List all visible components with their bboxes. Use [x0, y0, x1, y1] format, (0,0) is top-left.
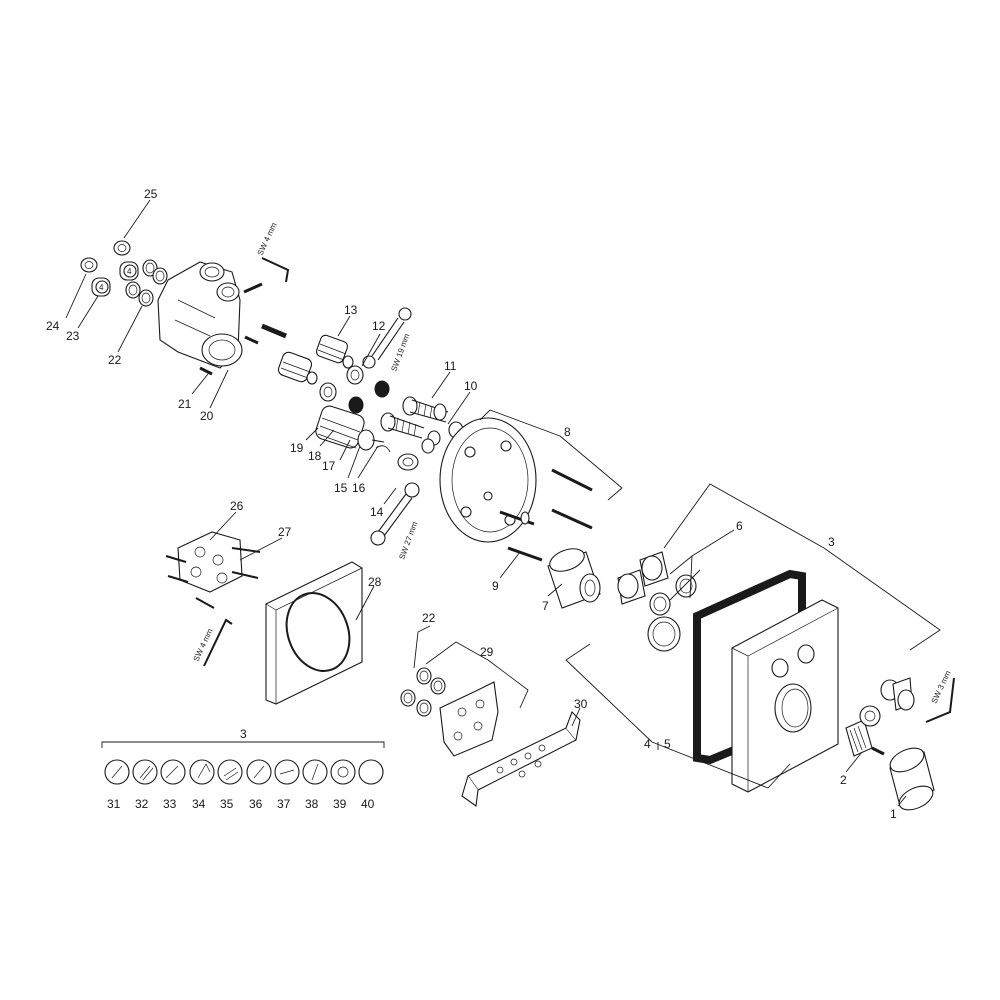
label-22b: 22 [422, 611, 436, 625]
label-25: 25 [144, 187, 158, 201]
label-39: 39 [333, 797, 347, 811]
leader-lines [65, 199, 941, 807]
label-27: 27 [278, 525, 292, 539]
button-cap-35 [217, 759, 243, 785]
adapter-pair [617, 551, 669, 605]
label-26: 26 [230, 499, 244, 513]
square-plate-28 [265, 561, 363, 705]
label-14: 14 [370, 505, 384, 519]
label-19: 19 [290, 441, 304, 455]
svg-text:4: 4 [127, 267, 132, 276]
button-cap-31 [104, 759, 130, 785]
button-cap-32 [132, 759, 158, 785]
label-22a: 22 [108, 353, 122, 367]
button-cap-34 [189, 759, 215, 785]
button-cap-39 [330, 759, 356, 785]
button-cap-36 [246, 759, 272, 785]
svg-text:SW 27 mm: SW 27 mm [397, 520, 419, 561]
label-35: 35 [220, 797, 234, 811]
cartridge-upper-left [277, 351, 318, 385]
cap-24 [80, 257, 98, 273]
label-34: 34 [192, 797, 206, 811]
handle-knob-1 [889, 747, 935, 811]
knob-group: SW 3 mm [845, 669, 955, 811]
label-32: 32 [135, 797, 149, 811]
round-plate-group [439, 417, 593, 562]
extension-group [547, 548, 697, 652]
label-17: 17 [322, 459, 336, 473]
label-1: 1 [890, 807, 897, 821]
svg-text:SW 3 mm: SW 3 mm [930, 669, 953, 705]
label-23: 23 [66, 329, 80, 343]
label-4: 4 [644, 737, 651, 751]
label-9: 9 [492, 579, 499, 593]
knob-cap-23: 4 [91, 277, 111, 297]
square-trim-plate [731, 599, 839, 793]
button-cap-row [101, 741, 385, 785]
button-cap-33 [160, 759, 186, 785]
trim-plate-group [693, 569, 839, 793]
label-24: 24 [46, 319, 60, 333]
valve-body-group: 4 4 SW 4 mm [80, 221, 290, 376]
stop-block-group: SW 4 mm [165, 531, 261, 667]
label-5: 5 [664, 737, 671, 751]
cap-25 [113, 240, 131, 256]
svg-text:4: 4 [99, 283, 104, 292]
part-number-labels: 25 24 23 22 21 20 13 12 11 10 19 18 17 1… [46, 187, 897, 821]
label-15: 15 [334, 481, 348, 495]
label-16: 16 [352, 481, 366, 495]
label-20: 20 [200, 409, 214, 423]
label-7: 7 [542, 599, 549, 613]
label-31: 31 [107, 797, 121, 811]
label-30: 30 [574, 697, 588, 711]
round-plate [439, 417, 537, 543]
label-37: 37 [277, 797, 291, 811]
cartridge-13 [315, 334, 354, 369]
bottom-parts-group [400, 667, 581, 807]
label-12: 12 [372, 319, 386, 333]
label-3b: 3 [240, 727, 247, 741]
label-2: 2 [840, 773, 847, 787]
button-cap-37 [274, 759, 300, 785]
button-cap-38 [302, 759, 328, 785]
stop-block-26 [177, 531, 243, 593]
label-40: 40 [361, 797, 375, 811]
mounting-rail-30 [461, 711, 581, 807]
label-33: 33 [163, 797, 177, 811]
cartridge-group: SW 19 mm SW 27 mm [277, 307, 464, 561]
label-13: 13 [344, 303, 358, 317]
label-29: 29 [480, 645, 494, 659]
label-10: 10 [464, 379, 478, 393]
svg-text:SW 4 mm: SW 4 mm [192, 627, 215, 663]
mounting-plate-29 [439, 681, 499, 757]
diverter-cap [880, 677, 915, 711]
label-36: 36 [249, 797, 263, 811]
label-11: 11 [444, 359, 457, 373]
cylinder-7 [547, 548, 601, 609]
spindle-lower [380, 412, 425, 439]
wrench-19mm: SW 19 mm [362, 307, 412, 373]
label-3a: 3 [828, 535, 835, 549]
svg-text:SW 4 mm: SW 4 mm [256, 221, 279, 257]
wrench-27mm: SW 27 mm [370, 482, 420, 561]
label-8: 8 [564, 425, 571, 439]
label-21: 21 [178, 397, 192, 411]
label-38: 38 [305, 797, 319, 811]
knob-cap-22-top: 4 [119, 261, 139, 281]
label-6: 6 [736, 519, 743, 533]
button-cap-40 [358, 759, 384, 785]
spline-adapter-2 [845, 719, 885, 757]
label-18: 18 [308, 449, 322, 463]
label-28: 28 [368, 575, 382, 589]
